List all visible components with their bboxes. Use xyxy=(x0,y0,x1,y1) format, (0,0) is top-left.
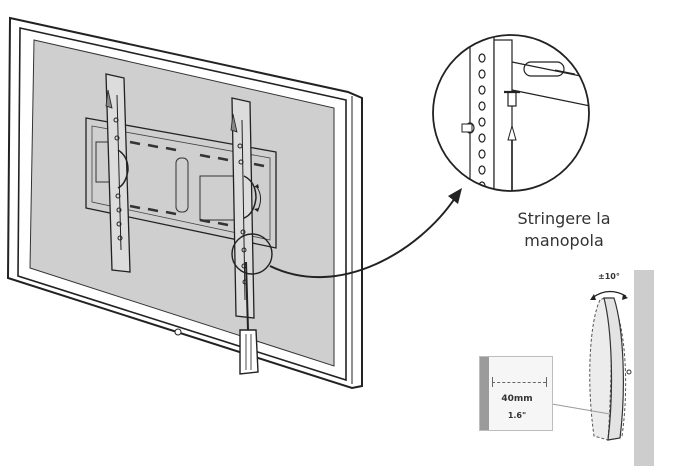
tv-button xyxy=(174,328,182,336)
inset-wall xyxy=(480,357,489,430)
callout-arrow xyxy=(269,197,456,279)
left-vertical-arm xyxy=(105,73,131,273)
depth-mm-label: 40mm xyxy=(501,394,533,404)
caption-line-1: Stringere la xyxy=(517,209,611,228)
tilt-detail xyxy=(551,270,654,466)
right-vertical-arm xyxy=(230,97,262,319)
zoom-detail xyxy=(432,34,590,192)
dimension-line xyxy=(492,382,546,383)
depth-inset: 40mm 1.6" xyxy=(479,356,553,431)
wall-plate xyxy=(85,117,277,249)
knob-tighten-caption: Stringere la manopola xyxy=(494,208,634,252)
depth-inch-label: 1.6" xyxy=(507,411,527,420)
caption-line-2: manopola xyxy=(524,231,604,250)
dimension-tick-right xyxy=(546,377,547,387)
tilt-angle-label: ±10° xyxy=(598,272,620,281)
knob-highlight-circle xyxy=(231,233,273,275)
callout-arrowhead xyxy=(448,188,462,204)
